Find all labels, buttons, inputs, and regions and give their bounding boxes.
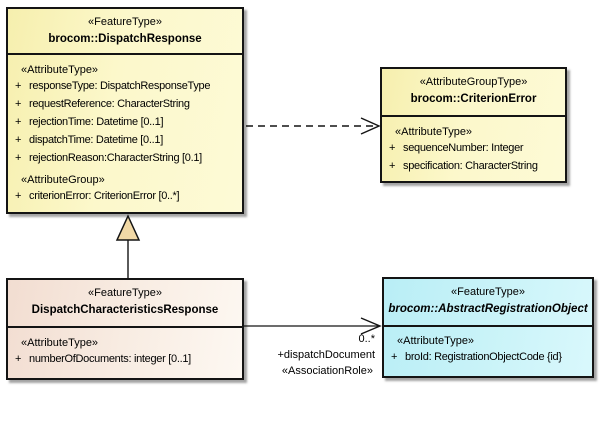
class-header: «FeatureType» brocom::DispatchResponse: [8, 9, 242, 55]
class-stereotype: «FeatureType»: [88, 287, 162, 299]
association-stereotype-label: «AssociationRole»: [281, 365, 373, 377]
association-multiplicity-label: 0..*: [358, 333, 375, 345]
attribute-row: + rejectionTime: Datetime [0..1]: [8, 113, 242, 131]
section-label: «AttributeType»: [21, 64, 99, 76]
class-header: «FeatureType» brocom::AbstractRegistrati…: [384, 279, 592, 327]
class-header: «AttributeGroupType» brocom::CriterionEr…: [382, 69, 565, 117]
association-connector-dispatchdocument[interactable]: [244, 317, 382, 335]
class-header: «FeatureType» DispatchCharacteristicsRes…: [8, 280, 242, 328]
attribute-text: specification: CharacterString: [403, 160, 538, 172]
generalization-connector[interactable]: [115, 214, 141, 278]
class-attributes-compartment: «AttributeType» + responseType: Dispatch…: [8, 55, 242, 205]
visibility-public: +: [15, 80, 22, 92]
attribute-row: + broId: RegistrationObjectCode {id}: [384, 348, 592, 366]
visibility-public: +: [15, 134, 22, 146]
section-label: «AttributeType»: [21, 337, 99, 349]
class-stereotype: «AttributeGroupType»: [419, 76, 528, 88]
class-attributes-compartment: «AttributeType» + numberOfDocuments: int…: [8, 328, 242, 368]
attribute-text: criterionError: CriterionError [0..*]: [29, 190, 180, 202]
attribute-row: + responseType: DispatchResponseType: [8, 77, 242, 95]
attribute-text: rejectionTime: Datetime [0..1]: [29, 116, 164, 128]
class-stereotype: «FeatureType»: [88, 16, 162, 28]
class-name: brocom::DispatchResponse: [48, 33, 202, 45]
attribute-row: + rejectionReason:CharacterString [0.1]: [8, 149, 242, 167]
class-dispatch-characteristics-response[interactable]: «FeatureType» DispatchCharacteristicsRes…: [6, 278, 244, 380]
attribute-text: broId: RegistrationObjectCode {id}: [405, 351, 562, 363]
class-dispatch-response[interactable]: «FeatureType» brocom::DispatchResponse «…: [6, 7, 244, 214]
dependency-connector-dispatchresponse-criterionerror[interactable]: [246, 117, 381, 135]
attribute-text: responseType: DispatchResponseType: [29, 80, 211, 92]
attribute-row: + sequenceNumber: Integer: [382, 139, 565, 157]
visibility-public: +: [15, 152, 22, 164]
visibility-public: +: [15, 190, 22, 202]
class-name: brocom::AbstractRegistrationObject: [388, 303, 588, 315]
class-abstract-registration-object[interactable]: «FeatureType» brocom::AbstractRegistrati…: [382, 277, 594, 378]
visibility-public: +: [15, 116, 22, 128]
attribute-row: + requestReference: CharacterString: [8, 95, 242, 113]
attribute-text: rejectionReason:CharacterString [0.1]: [29, 152, 202, 164]
class-name: DispatchCharacteristicsResponse: [31, 304, 219, 316]
class-attributes-compartment: «AttributeType» + sequenceNumber: Intege…: [382, 117, 565, 175]
visibility-public: +: [15, 98, 22, 110]
attribute-text: numberOfDocuments: integer [0..1]: [29, 353, 191, 365]
class-attributes-compartment: «AttributeType» + broId: RegistrationObj…: [384, 327, 592, 366]
attribute-text: sequenceNumber: Integer: [403, 142, 524, 154]
attribute-row: + specification: CharacterString: [382, 157, 565, 175]
visibility-public: +: [391, 351, 398, 363]
attribute-text: requestReference: CharacterString: [29, 98, 190, 110]
class-name: brocom::CriterionError: [410, 93, 537, 105]
section-label: «AttributeGroup»: [21, 174, 105, 186]
attribute-row: + numberOfDocuments: integer [0..1]: [8, 350, 242, 368]
association-role-label: +dispatchDocument: [277, 349, 375, 361]
class-criterion-error[interactable]: «AttributeGroupType» brocom::CriterionEr…: [380, 67, 567, 183]
attribute-text: dispatchTime: Datetime [0..1]: [29, 134, 163, 146]
attribute-row: + dispatchTime: Datetime [0..1]: [8, 131, 242, 149]
class-stereotype: «FeatureType»: [451, 286, 525, 298]
section-label: «AttributeType»: [395, 126, 473, 138]
visibility-public: +: [15, 353, 22, 365]
visibility-public: +: [389, 142, 396, 154]
section-label: «AttributeType»: [397, 335, 475, 347]
attribute-row: + criterionError: CriterionError [0..*]: [8, 187, 242, 205]
visibility-public: +: [389, 160, 396, 172]
